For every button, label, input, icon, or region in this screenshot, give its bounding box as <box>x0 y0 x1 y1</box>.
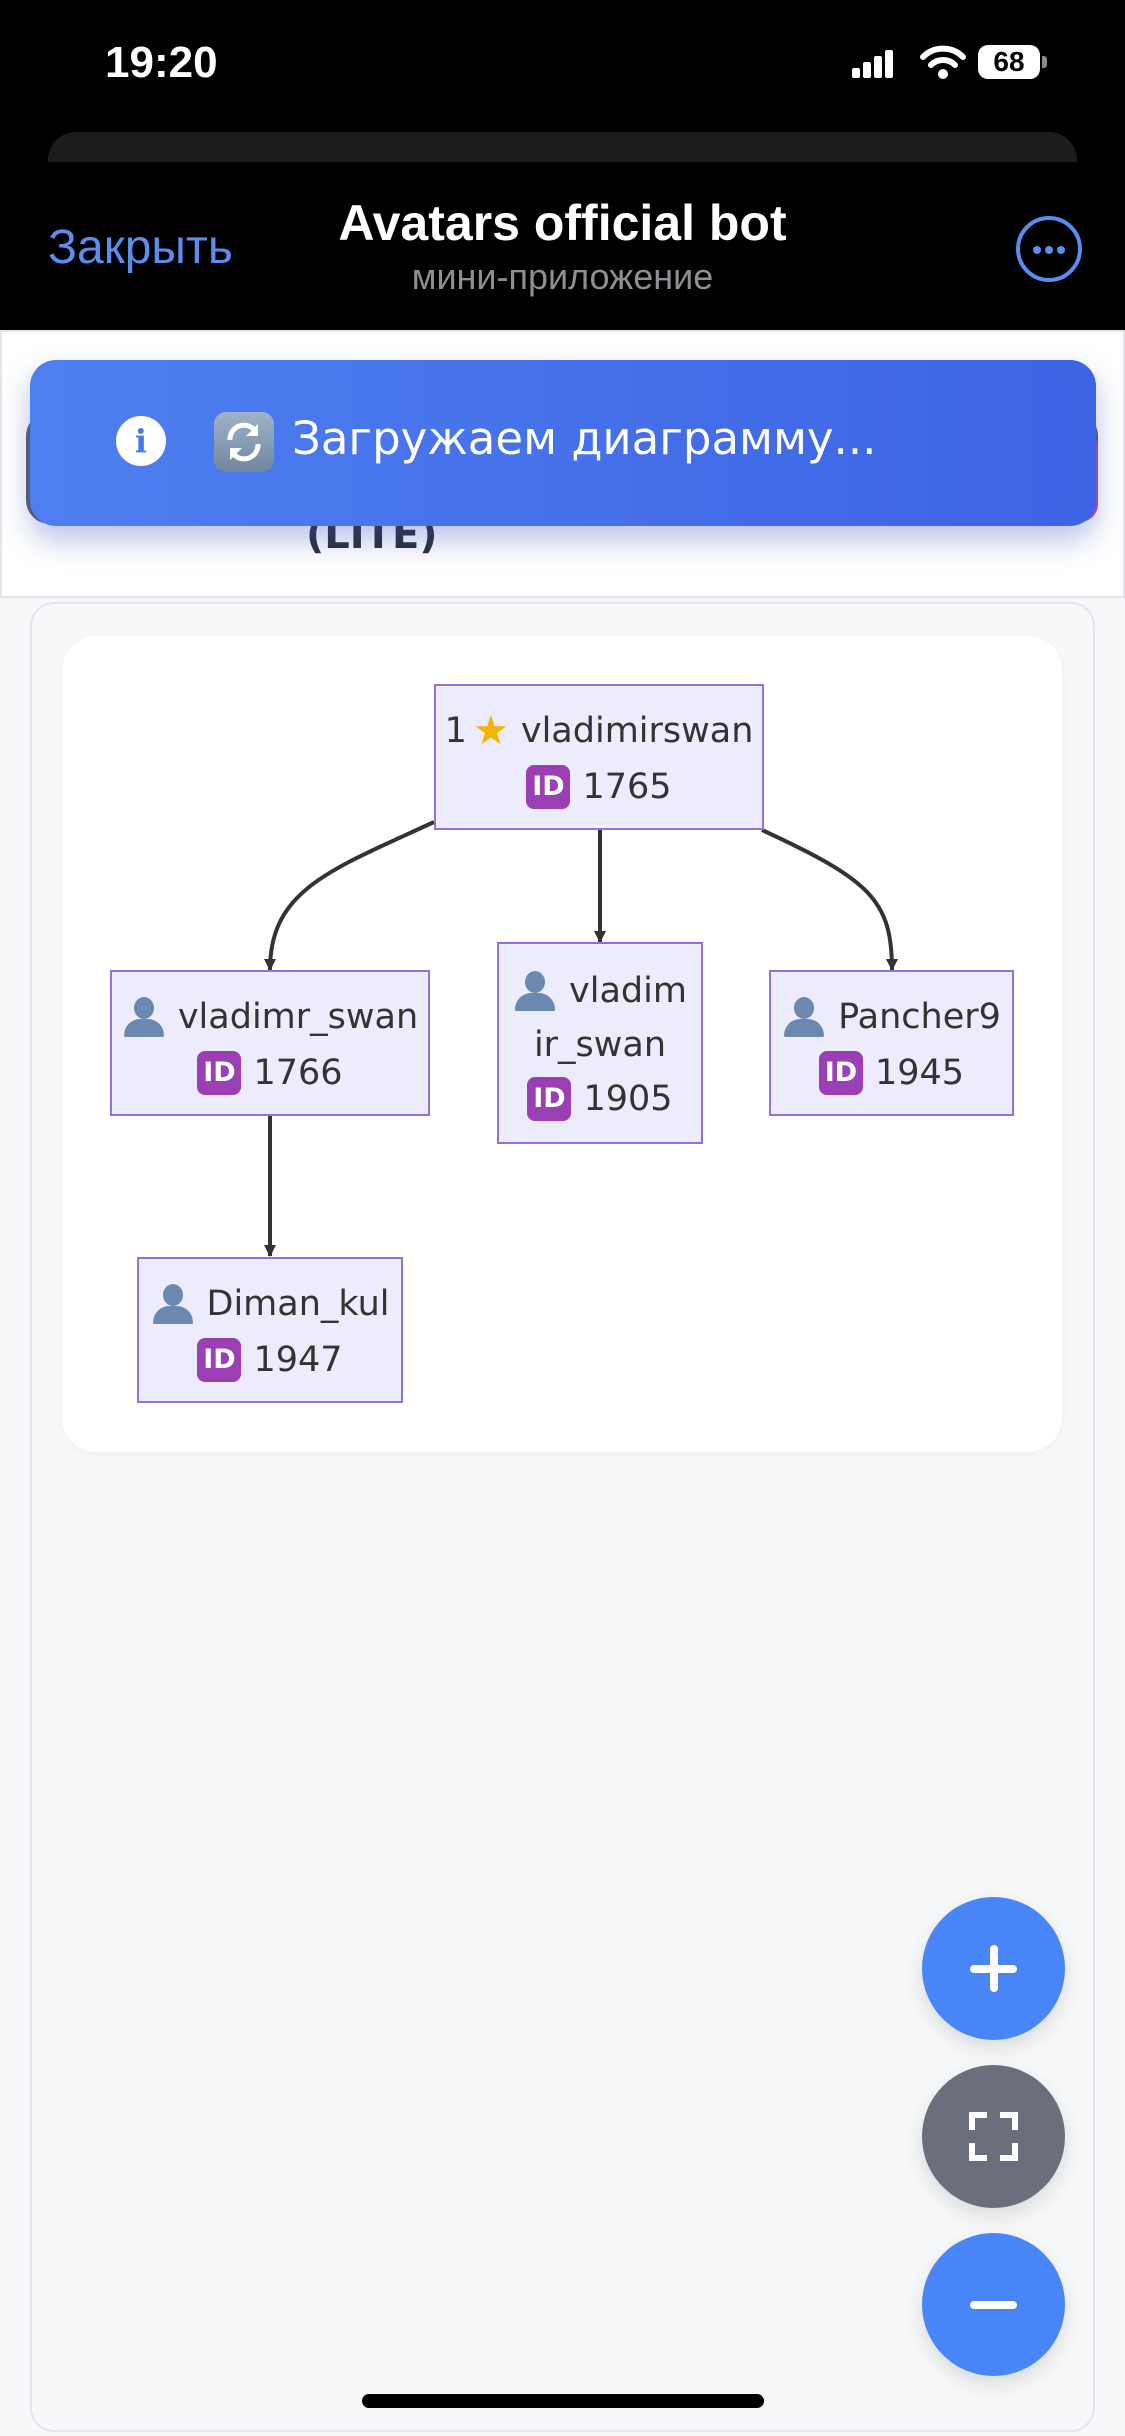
toast-message: Загружаем диаграмму... <box>292 412 877 465</box>
node-username-line2: ir_swan <box>533 1025 667 1065</box>
node-id: 1766 <box>253 1053 343 1093</box>
node-id: 1765 <box>582 767 672 807</box>
app-header: 19:20 68 Закрыть Avatars official bot ми… <box>0 0 1125 330</box>
node-id: 1905 <box>583 1079 673 1119</box>
id-badge-icon: ID <box>197 1051 242 1095</box>
diagram-node-vladimir-swan[interactable]: vladim ir_swan ID 1905 <box>497 942 703 1144</box>
user-icon <box>782 995 826 1039</box>
sheet-edge <box>48 132 1077 162</box>
id-badge-icon: ID <box>818 1051 863 1095</box>
node-id: 1947 <box>253 1340 343 1380</box>
zoom-out-button[interactable] <box>922 2233 1065 2376</box>
wifi-icon <box>920 44 966 80</box>
fit-to-screen-button[interactable] <box>922 2065 1065 2208</box>
user-icon <box>151 1282 195 1326</box>
diagram-node-diman-kul[interactable]: Diman_kul ID 1947 <box>137 1257 403 1403</box>
node-username: vladimirswan <box>520 711 754 751</box>
bot-title: Avatars official bot <box>338 195 787 251</box>
loading-toast[interactable]: i Загружаем диаграмму... <box>30 360 1096 526</box>
close-button[interactable]: Закрыть <box>48 221 233 274</box>
node-id: 1945 <box>874 1053 965 1093</box>
node-rank: 1 <box>444 711 467 751</box>
battery-level: 68 <box>978 45 1040 79</box>
user-icon <box>122 995 166 1039</box>
id-badge-icon: ID <box>197 1338 242 1382</box>
node-username: Diman_kul <box>206 1284 390 1324</box>
signal-icon <box>852 50 894 78</box>
node-username: vladimr_swan <box>177 997 419 1037</box>
home-indicator[interactable] <box>362 2394 764 2408</box>
id-badge-icon: ID <box>527 1077 572 1121</box>
diagram-node-vladimr-swan[interactable]: vladimr_swan ID 1766 <box>110 970 430 1116</box>
diagram-node-root[interactable]: 1 ★ vladimirswan ID 1765 <box>434 684 764 830</box>
bot-subtitle: мини-приложение <box>411 256 714 297</box>
more-options-icon[interactable] <box>1016 216 1082 282</box>
star-icon: ★ <box>472 708 509 754</box>
refresh-icon <box>214 412 274 472</box>
user-icon <box>513 969 557 1013</box>
id-badge-icon: ID <box>526 765 571 809</box>
zoom-in-button[interactable] <box>922 1897 1065 2040</box>
node-username-line1: vladim <box>569 971 687 1011</box>
info-icon: i <box>116 416 166 466</box>
node-username: Pancher9 <box>838 997 1001 1037</box>
diagram-node-pancher9[interactable]: Pancher9 ID 1945 <box>769 970 1014 1116</box>
battery-icon: 68 <box>978 45 1048 79</box>
status-time: 19:20 <box>105 38 218 87</box>
